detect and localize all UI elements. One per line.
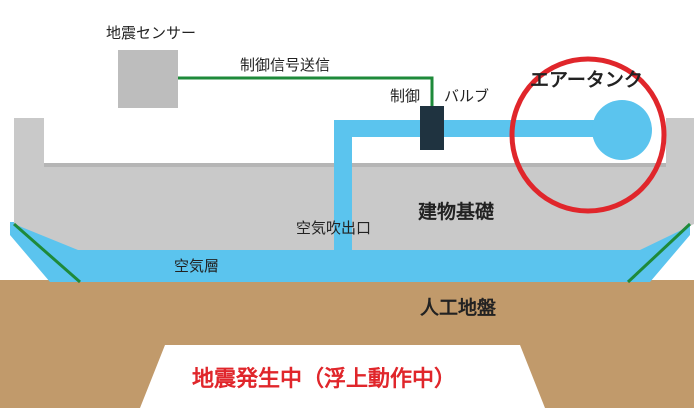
left-edge-line (13, 222, 81, 284)
foundation-label: 建物基礎 (418, 200, 494, 223)
artificial-ground (0, 280, 694, 408)
ground-label: 人工地盤 (420, 296, 497, 319)
control-valve (420, 106, 444, 150)
control-valve-label-a: 制御 (390, 87, 420, 105)
air-tank-label: エアータンク (530, 69, 643, 91)
control-signal-line (178, 76, 434, 106)
status-label: 地震発生中（浮上動作中） (192, 366, 456, 392)
seismic-sensor-box (118, 50, 178, 108)
seismic-sensor-label: 地震センサー (106, 24, 196, 42)
air-tank-highlight-circle (509, 56, 667, 214)
foundation-top-edge (44, 163, 666, 167)
air-pipe-horizontal (334, 120, 624, 137)
air-layer-label: 空気層 (174, 257, 219, 275)
air-pipe-vertical (334, 120, 352, 250)
right-edge-line (626, 222, 692, 284)
control-valve-label-b: バルブ (444, 87, 489, 105)
air-layer (10, 222, 690, 282)
building-foundation (14, 118, 694, 250)
control-signal-label: 制御信号送信 (240, 56, 330, 74)
air-tank (592, 100, 652, 160)
air-outlet-label: 空気吹出口 (296, 219, 371, 237)
